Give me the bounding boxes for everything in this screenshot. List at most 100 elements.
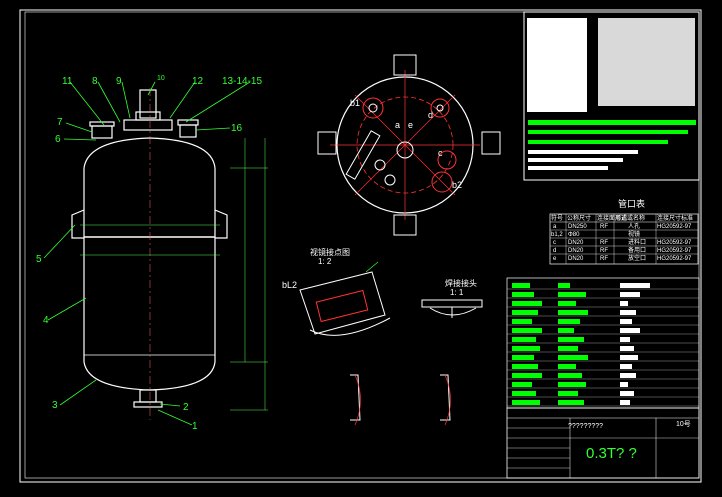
callout-10: 10 bbox=[157, 75, 165, 82]
vessel-elevation bbox=[71, 88, 228, 420]
nt-r0c1: DN250 bbox=[568, 224, 587, 230]
bom-cell-fill bbox=[620, 391, 634, 396]
nt-r0c2: RF bbox=[600, 224, 608, 230]
callout-3: 3 bbox=[52, 400, 58, 411]
bom-cell-fill bbox=[512, 337, 536, 342]
bom-cell-fill bbox=[620, 382, 628, 387]
bom-cell-fill bbox=[558, 337, 584, 342]
nt-h0: 符号 bbox=[551, 214, 563, 222]
nt-r4c2: RF bbox=[600, 256, 608, 262]
callout-2: 2 bbox=[183, 402, 189, 413]
nozzle-label-b2: b2 bbox=[452, 180, 462, 190]
nt-h4: 连接尺寸标准 bbox=[657, 214, 693, 222]
drawing-border bbox=[19, 9, 702, 483]
nozzle-label-a: a bbox=[395, 120, 400, 130]
sheet-number: 10号 bbox=[676, 420, 691, 428]
nt-r0c0: a bbox=[553, 224, 557, 230]
bom-cell-fill bbox=[512, 310, 538, 315]
bom-cell-fill bbox=[512, 355, 534, 360]
nt-r2c1: DN20 bbox=[568, 240, 584, 246]
bom-cell-fill bbox=[512, 382, 532, 387]
detail-a-title: 视镜接点图 bbox=[310, 247, 350, 257]
bom-cell-fill bbox=[512, 364, 538, 369]
detail-b-title: 焊接接头 bbox=[445, 278, 477, 288]
nt-r4c3: 放空口 bbox=[628, 254, 646, 262]
nt-r3c2: RF bbox=[600, 248, 608, 254]
tech-spec-block bbox=[523, 11, 700, 181]
bom-cell-fill bbox=[558, 328, 574, 333]
bom-cell-fill bbox=[558, 310, 588, 315]
title-block-code: ????????? bbox=[568, 423, 603, 430]
bom-cell-fill bbox=[620, 355, 638, 360]
bom-cell-fill bbox=[558, 283, 570, 288]
nt-r2c4: HG20592-97 bbox=[657, 240, 692, 246]
nt-r3c3: 备用口 bbox=[628, 246, 646, 254]
nt-r2c0: c bbox=[553, 240, 556, 246]
bom-cell-fill bbox=[620, 373, 636, 378]
nozzle-table: 管口表 符号 公称尺寸 连接面形式 用途或名称 连接尺寸标准 a DN250 R… bbox=[549, 198, 699, 265]
bom-cell-fill bbox=[512, 292, 534, 297]
nt-r0c3: 人孔 bbox=[628, 222, 640, 230]
bom-cell-fill bbox=[620, 364, 632, 369]
bom-cell-fill bbox=[558, 346, 578, 351]
nt-r2c2: RF bbox=[600, 240, 608, 246]
bom-cell-fill bbox=[620, 292, 640, 297]
bom-cell-fill bbox=[512, 373, 542, 378]
bom-cell-fill bbox=[620, 319, 632, 324]
nt-r3c0: d bbox=[553, 248, 556, 254]
nt-r3c1: DN20 bbox=[568, 248, 584, 254]
nt-r4c4: HG20592-97 bbox=[657, 256, 692, 262]
nt-r1c3: 视镜 bbox=[628, 230, 640, 238]
dimension-lines bbox=[80, 138, 268, 411]
nozzle-label-d: d bbox=[428, 110, 433, 120]
bom-cell-fill bbox=[620, 283, 650, 288]
bom-cell-fill bbox=[620, 328, 640, 333]
title-block: ????????? 0.3T? ? 10号 bbox=[506, 407, 700, 479]
parts-list bbox=[506, 277, 700, 409]
callout-13-14-15: 13-14-15 bbox=[222, 76, 262, 87]
callout-12: 12 bbox=[192, 76, 204, 87]
bom-cell-fill bbox=[620, 301, 628, 306]
nt-r1c1: Φ80 bbox=[568, 232, 580, 238]
nt-h2: 连接面形式 bbox=[597, 214, 627, 222]
callout-1: 1 bbox=[192, 421, 198, 432]
detail-b-scale: 1: 1 bbox=[450, 288, 464, 297]
nt-r1c0: b1,2 bbox=[551, 232, 563, 238]
callout-16: 16 bbox=[231, 123, 243, 134]
nozzle-label-c: c bbox=[438, 148, 443, 158]
bom-cell-fill bbox=[620, 310, 636, 315]
callout-9: 9 bbox=[116, 76, 122, 87]
bom-cell-fill bbox=[512, 319, 532, 324]
bom-cell-fill bbox=[558, 364, 576, 369]
callout-6: 6 bbox=[55, 134, 61, 145]
bom-cell-fill bbox=[512, 283, 530, 288]
nozzle-label-e: e bbox=[408, 120, 413, 130]
nt-h3: 用途或名称 bbox=[615, 214, 645, 222]
nt-r0c4: HG20592-97 bbox=[657, 224, 692, 230]
bom-cell-fill bbox=[512, 301, 542, 306]
callout-5: 5 bbox=[36, 254, 42, 265]
callout-11: 11 bbox=[62, 76, 73, 87]
bom-cell-fill bbox=[512, 328, 542, 333]
nt-r3c4: HG20592-97 bbox=[657, 248, 692, 254]
bom-cell-fill bbox=[558, 292, 586, 297]
nt-r4c1: DN20 bbox=[568, 256, 584, 262]
bom-cell-fill bbox=[558, 373, 582, 378]
leader-lines bbox=[43, 81, 251, 426]
bom-cell-fill bbox=[620, 346, 634, 351]
callout-7: 7 bbox=[57, 117, 63, 128]
detail-sight-glass: 视镜接点图 1: 2 bL2 bbox=[282, 247, 391, 336]
bom-cell-fill bbox=[558, 301, 576, 306]
bom-cell-fill bbox=[620, 337, 630, 342]
top-view: b1 a e d c b2 bbox=[317, 54, 501, 236]
detail-a-scale: 1: 2 bbox=[318, 257, 332, 266]
bom-cell-fill bbox=[558, 391, 578, 396]
bom-cell-fill bbox=[558, 382, 586, 387]
callout-4: 4 bbox=[43, 315, 49, 326]
detail-a-tag: bL2 bbox=[282, 280, 297, 290]
bom-cell-fill bbox=[558, 355, 588, 360]
nt-h1: 公称尺寸 bbox=[567, 214, 591, 222]
bom-cell-fill bbox=[512, 391, 536, 396]
nozzle-label-b1: b1 bbox=[350, 98, 360, 108]
